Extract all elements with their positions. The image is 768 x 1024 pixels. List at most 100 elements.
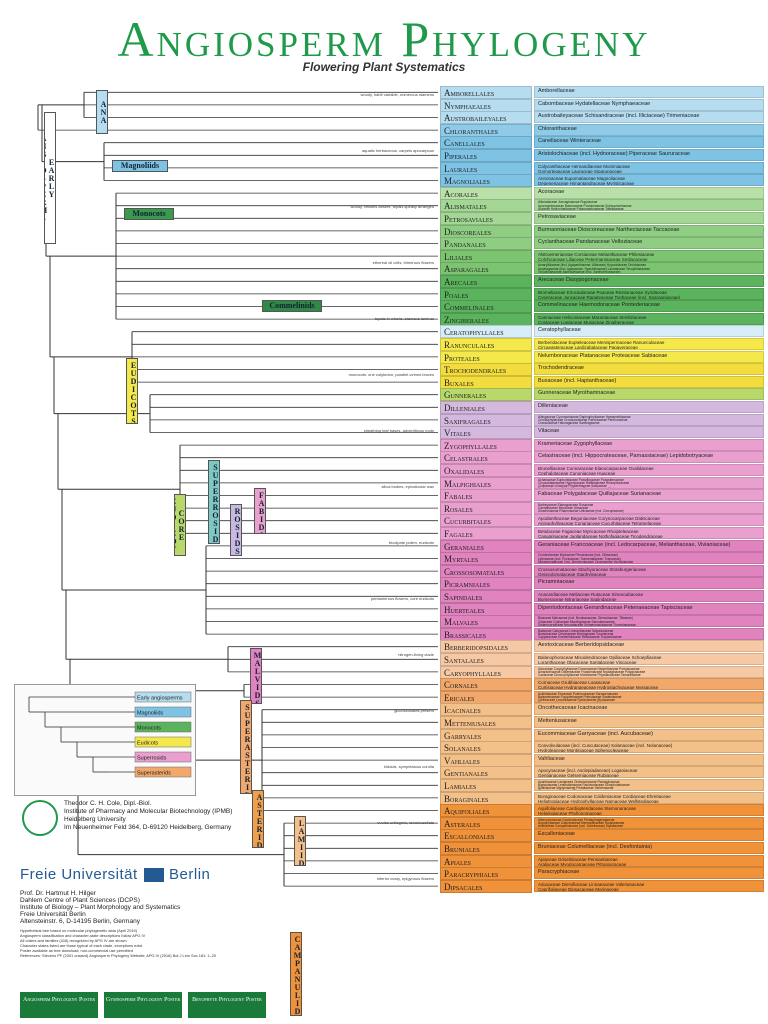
- family-line: Calycanthaceae Hernandiaceae Monimiaceae: [538, 163, 631, 169]
- order-label: Canellales: [440, 136, 532, 150]
- poster-subtitle: Flowering Plant Systematics: [302, 60, 466, 74]
- family-line: Araliaceae Myodocarpaceae Pittosporaceae: [538, 861, 627, 867]
- family-line: Amborellaceae: [538, 88, 575, 94]
- family-list: Cabombaceae Hydatellaceae Nymphaeaceae: [534, 98, 764, 111]
- character-note: ethereal oil cells, trimerous flowers: [372, 260, 434, 265]
- family-list: Canellaceae Winteraceae: [534, 136, 764, 149]
- badge-angiosperm-poster[interactable]: Angiosperm Phylogeny Poster: [20, 992, 98, 1018]
- character-note: monocots: one cotyledon, parallel-veined…: [348, 372, 434, 377]
- footnote: References: Stevens PF (2001 onward) Ang…: [20, 953, 217, 958]
- family-line: Austrobaileyaceae Schisandraceae (incl. …: [538, 113, 700, 120]
- family-line: Aponogetonaceae Butomaceae Posidoniaceae…: [538, 203, 632, 208]
- order-label: Zygophyllales: [440, 438, 532, 452]
- family-line: Geissolomataceae Staphyleaceae: [538, 571, 607, 577]
- family-line: Gunneraceae Myrothamnaceae: [538, 390, 616, 397]
- family-list: Actinidiaceae Ericaceae Polemoniaceae Sa…: [534, 690, 764, 703]
- order-label: Solanales: [440, 741, 532, 755]
- family-line: Ebenaceae Marcgraviaceae Sapotaceae Theo…: [538, 700, 622, 703]
- family-list: Amborellaceae: [534, 86, 764, 98]
- order-label: Asparagales: [440, 262, 532, 276]
- family-list: Adoxaceae Diervillaceae Linnaeaceae Vale…: [534, 879, 764, 892]
- order-label: Fabales: [440, 489, 532, 503]
- family-line: Cannabaceae Moraceae Ulmaceae: [538, 506, 589, 511]
- family-list: Vitaceae: [534, 426, 764, 439]
- fu-emblem-icon: [144, 868, 165, 883]
- family-line: Araceae Hydrocharitaceae Potamogetonacea…: [538, 207, 624, 212]
- inset-clade-label: Eudicots: [137, 741, 158, 747]
- order-label: Crossosomatales: [440, 564, 532, 578]
- footnote: Angiosperm classification and character-…: [20, 933, 146, 938]
- family-line: Picramniaceae: [538, 579, 575, 586]
- family-list: Burmanniaceae Dioscoreaceae Nartheciacea…: [534, 224, 764, 237]
- order-label: Buxales: [440, 375, 532, 389]
- family-list: Bixaceae Malvaceae (incl. Bombacaceae, S…: [534, 615, 764, 628]
- coauthor-credit-1: Prof. Dr. Hartmut H. Hilger: [20, 890, 96, 897]
- freie-universitaet-logo: Freie Universität Berlin: [20, 866, 210, 886]
- order-label: Laurales: [440, 161, 532, 175]
- family-list: Escalloniaceae: [534, 829, 764, 842]
- family-line: Commelinaceae Haemodoraceae Pontederiace…: [538, 302, 660, 309]
- order-label: Dilleniales: [440, 401, 532, 414]
- family-line: Cercidiphyllaceae Grossulariaceae Paeoni…: [538, 417, 628, 422]
- order-label: Sapindales: [440, 590, 532, 603]
- order-label: Ericales: [440, 690, 532, 704]
- order-label: Ceratophyllales: [440, 325, 532, 339]
- order-label: Malpighiales: [440, 476, 532, 490]
- badge-bryophyte-poster[interactable]: Bryophyte Phylogeny Poster: [188, 992, 266, 1018]
- family-list: Picramniaceae: [534, 577, 764, 590]
- family-line: Apiaceae Griseliniaceae Pennantiaceae: [538, 856, 618, 862]
- family-line: Barbeyaceae Elaeagnaceae Rosaceae: [538, 502, 594, 507]
- university-city: Berlin: [169, 866, 211, 883]
- order-label: Brassicales: [440, 627, 532, 641]
- order-label: Oxalidales: [440, 464, 532, 477]
- family-line: Argophyllaceae Calyceraceae Menyanthacea…: [538, 821, 625, 826]
- family-line: Acoraceae: [538, 188, 565, 195]
- family-list: Gunneraceae Myrothamnaceae: [534, 388, 764, 401]
- family-line: Circaeasteraceae Lardizabalaceae Papaver…: [538, 345, 638, 350]
- family-list: Vahliaceae: [534, 753, 764, 766]
- order-label: Nymphaeales: [440, 98, 532, 112]
- family-line: Paracryphiaceae: [538, 869, 580, 876]
- family-line: Clusiaceae Linaceae Phyllanthaceae Salic…: [538, 483, 607, 488]
- clade-label-monocots: Monocots: [124, 208, 174, 220]
- coauthor-credit-5: Altensteinstr. 6, D-14195 Berlin, German…: [20, 918, 140, 925]
- family-list: Amaryllidaceae (incl. Agapanthaceae, All…: [534, 262, 764, 275]
- order-label: Saxifragales: [440, 413, 532, 427]
- order-label: Cornales: [440, 678, 532, 692]
- family-line: Aquifoliaceae Cardiopteridaceae Stemonur…: [538, 806, 637, 812]
- family-line: Vitaceae: [538, 428, 560, 435]
- family-list: Berberidaceae Eupteleaceae Menispermacea…: [534, 338, 764, 350]
- family-list: Aristolochiaceae (incl. Hydnoraceae) Pip…: [534, 149, 764, 161]
- order-label: Vitales: [440, 426, 532, 440]
- family-line: Adoxaceae Diervillaceae Linnaeaceae Vale…: [538, 881, 645, 887]
- family-line: Cyclanthaceae Pandanaceae Velloziaceae: [538, 239, 643, 246]
- family-list: Betulaceae Fagaceae Myricaceae Rhoiptele…: [534, 527, 764, 539]
- author-credit-2: Institute of Pharmacy and Molecular Biot…: [64, 808, 233, 815]
- order-label: Zingiberales: [440, 312, 532, 326]
- family-list: Nelumbonaceae Platanaceae Proteaceae Sab…: [534, 350, 764, 363]
- family-line: Krameriaceae Zygophyllaceae: [538, 440, 613, 447]
- order-label: Huerteales: [440, 602, 532, 616]
- family-line: Apocynaceae (incl. Asclepiadaceae) Logan…: [538, 768, 638, 774]
- clade-label-fabids: FABIDS: [254, 488, 266, 534]
- character-note: woody, habit variable, numerous stamens: [360, 92, 434, 97]
- character-note: tricolpate pollen, eudicots: [388, 540, 434, 545]
- family-line: Casuarinaceae Juglandaceae Nothofagaceae…: [538, 534, 663, 539]
- family-list: Trochodendraceae: [534, 363, 764, 376]
- family-line: Eucommiaceae Garryaceae (incl. Aucubacea…: [538, 730, 653, 737]
- inset-clade-label: Superasterids: [137, 771, 171, 777]
- family-list: Boraginaceae Codonaceae Coldeniaceae Cor…: [534, 791, 764, 804]
- clade-label-lamiids: LAMIIDS: [294, 816, 306, 866]
- family-line: Bromeliaceae Eriocaulaceae Poaceae Resti…: [538, 289, 667, 295]
- order-label: Dioscoreales: [440, 224, 532, 238]
- badge-gymnosperm-poster[interactable]: Gymnosperm Phylogeny Poster: [104, 992, 182, 1018]
- family-line: Caprifoliaceae Dipsacaceae Morinaceae: [538, 886, 619, 892]
- family-line: Balsaminaceae Fouquieriaceae Primulaceae…: [538, 694, 622, 699]
- family-list: Krameriaceae Zygophyllaceae: [534, 438, 764, 451]
- family-line: Aextoxicaceae Berberidopsidaceae: [538, 642, 625, 649]
- family-line: Buxaceae (incl. Haptanthaceae): [538, 377, 617, 384]
- coauthor-credit-3: Institute of Biology – Plant Morphology …: [20, 904, 181, 911]
- family-list: Paracryphiaceae: [534, 867, 764, 880]
